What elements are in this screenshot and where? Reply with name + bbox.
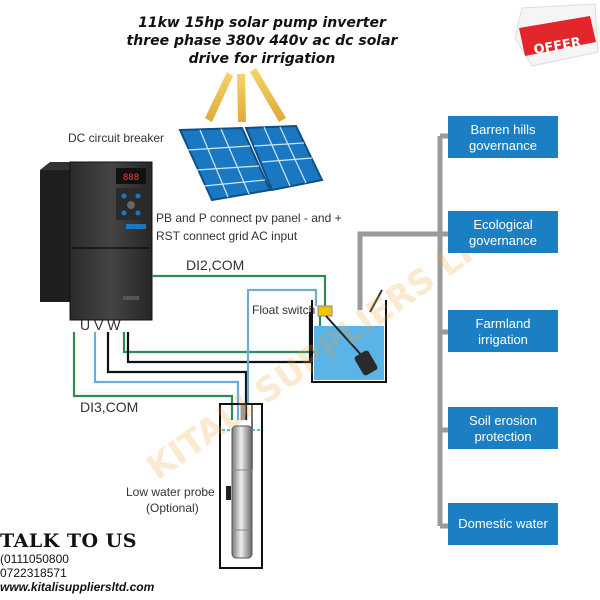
wiring bbox=[72, 274, 327, 470]
inverter-brand-plate bbox=[126, 224, 146, 229]
water-tank bbox=[311, 289, 387, 383]
app-box-5: Domestic water bbox=[448, 503, 558, 545]
solar-panels bbox=[178, 124, 324, 202]
app-3-line-1: Farmland bbox=[476, 316, 531, 331]
breaker-label: DC circuit breaker bbox=[68, 131, 164, 145]
probe-label-2: (Optional) bbox=[146, 501, 199, 515]
app-box-2: Ecological governance bbox=[448, 211, 558, 253]
title-line-1: 11kw 15hp solar pump inverter bbox=[138, 15, 387, 31]
wire-u bbox=[72, 332, 234, 420]
wire-v bbox=[93, 332, 240, 420]
app-1-line-1: Barren hills bbox=[470, 122, 536, 137]
water-pipe bbox=[240, 133, 448, 529]
wire-di3-b bbox=[126, 312, 312, 364]
wire-di3-a bbox=[122, 312, 322, 354]
app-4-line-1: Soil erosion bbox=[469, 413, 537, 428]
special-offer-badge: SPECIAL OFFER bbox=[514, 3, 599, 67]
contact-block: TALK TO US (0111050800 0722318571 www.ki… bbox=[0, 530, 260, 595]
pv-note-1: PB and P connect pv panel - and + bbox=[156, 211, 342, 225]
submersible-pump bbox=[231, 425, 253, 559]
contact-phone-1: (0111050800 bbox=[0, 552, 69, 566]
title-line-3: drive for irrigation bbox=[189, 51, 336, 67]
app-box-3: Farmland irrigation bbox=[448, 310, 558, 352]
inverter-display bbox=[116, 168, 146, 184]
di3-label: DI3,COM bbox=[80, 399, 138, 415]
app-box-1: Barren hills governance bbox=[448, 116, 558, 158]
svg-text:888: 888 bbox=[123, 173, 139, 183]
app-4-line-2: protection bbox=[474, 429, 531, 444]
wire-di2 bbox=[152, 274, 327, 308]
wire-w bbox=[106, 332, 248, 420]
inverter: 888 bbox=[40, 161, 153, 321]
contact-heading: TALK TO US bbox=[0, 530, 137, 552]
app-5-line-1: Domestic water bbox=[458, 516, 548, 531]
app-2-line-1: Ecological bbox=[473, 217, 532, 232]
pv-note-2: RST connect grid AC input bbox=[156, 229, 298, 243]
probe-label-1: Low water probe bbox=[126, 485, 215, 499]
app-1-line-2: governance bbox=[469, 138, 537, 153]
wire-float bbox=[246, 288, 318, 404]
di2-label: DI2,COM bbox=[186, 257, 244, 273]
float-switch-label: Float switch bbox=[252, 303, 315, 317]
float-switch-icon bbox=[317, 305, 333, 317]
app-3-line-2: irrigation bbox=[478, 332, 528, 347]
app-2-line-2: governance bbox=[469, 233, 537, 248]
borehole bbox=[219, 403, 263, 569]
contact-phone-2: 0722318571 bbox=[0, 566, 67, 580]
title-line-2: three phase 380v 440v ac dc solar bbox=[127, 33, 399, 49]
contact-website[interactable]: www.kitalisuppliersltd.com bbox=[0, 580, 155, 594]
low-water-probe-icon bbox=[226, 486, 231, 500]
app-box-4: Soil erosion protection bbox=[448, 407, 558, 449]
offer-ribbon bbox=[519, 16, 596, 56]
sun-rays bbox=[205, 68, 286, 122]
uvw-label: U V W bbox=[80, 317, 121, 333]
